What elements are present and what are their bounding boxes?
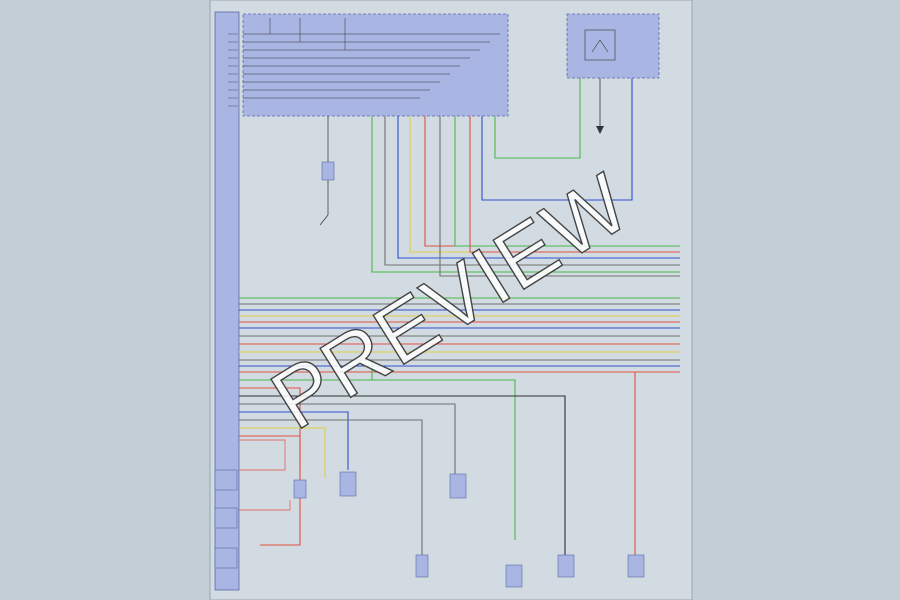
- wire-blue-1: [397, 116, 680, 259]
- lower-left-switches: [239, 439, 291, 511]
- switch-icon: [214, 547, 238, 569]
- wire-green-2: [454, 116, 680, 247]
- connector-icon: [415, 554, 429, 578]
- bus-pin-ticks: [228, 33, 238, 107]
- relay-icon: [584, 29, 616, 61]
- wire-green-1: [371, 116, 680, 273]
- wire-green-relay: [494, 78, 581, 159]
- wire-blue-relay: [481, 78, 633, 201]
- switch-icon: [339, 471, 357, 497]
- switch-icon: [214, 469, 238, 491]
- main-control-module: [242, 13, 509, 117]
- connector-icon: [557, 554, 575, 578]
- module-internal-lines: [243, 18, 500, 99]
- ground-arrow-icon: [596, 126, 604, 134]
- wire-red-2: [469, 116, 680, 253]
- left-bus-connector: [214, 11, 240, 591]
- connector-icon: [505, 564, 523, 588]
- harness-wires-lower: [239, 360, 636, 555]
- wire-gray-2: [439, 116, 680, 277]
- sensor-wire: [319, 116, 329, 226]
- connector-icon: [293, 479, 307, 499]
- connector-icon: [321, 161, 335, 181]
- wire-gray-1: [384, 116, 680, 266]
- harness-wires-mid: [239, 297, 680, 373]
- switch-icon: [214, 507, 238, 529]
- switch-icon: [449, 473, 467, 499]
- module-output-wires: [371, 78, 680, 277]
- connector-icon: [627, 554, 645, 578]
- relay-module: [566, 13, 660, 79]
- relay-contact: [591, 39, 609, 53]
